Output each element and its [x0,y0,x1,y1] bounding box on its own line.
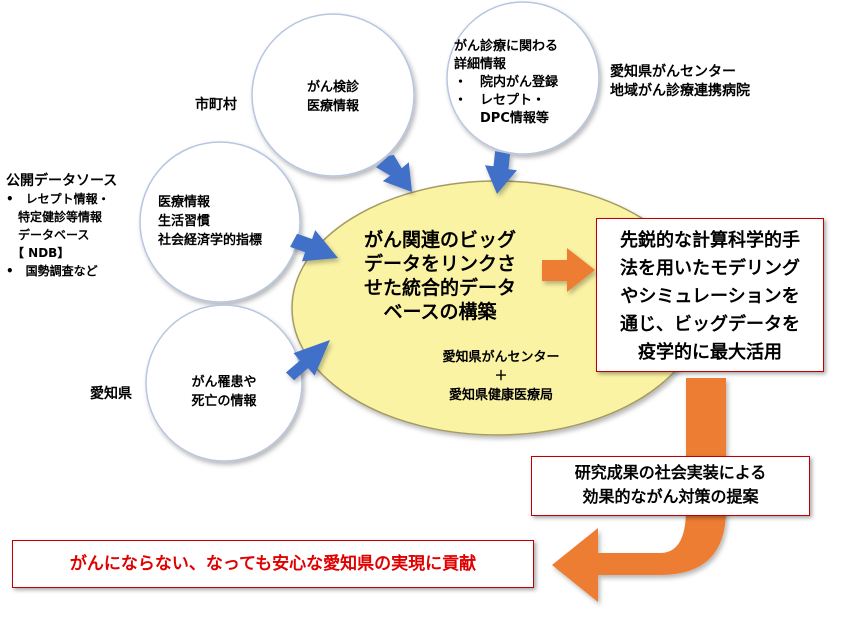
blue-arrow-topright [485,151,517,194]
circle-cancer-treatment-details [446,1,600,155]
circle-cancer-screening-text: がん検診 医療情報 [306,80,359,114]
modeling-box-text: 先鋭的な計算科学的手 法を用いたモデリング やシミュレーションを 通じ、ビッグデ… [620,230,800,363]
circle-medical-lifestyle [139,141,301,303]
orange-arrow-right [542,248,595,292]
circle-incidence-death [145,304,303,462]
public-data-sources: 公開データソース • レセプト情報・ 特定健診等情報 データベース 【 NDB】… [6,173,118,278]
modeling-box: 先鋭的な計算科学的手 法を用いたモデリング やシミュレーションを 通じ、ビッグデ… [596,218,824,372]
circle-incidence-death-text: がん罹患や 死亡の情報 [191,375,257,409]
blue-arrow-bottom [285,340,330,381]
ellipse-organizations-text: 愛知県がんセンター ＋ 愛知県健康医療局 [442,350,560,403]
circle-cancer-treatment-text: がん診療に関わる 詳細情報 ・ 院内がん登録 ・ レセプト・ DPC情報等 [454,39,559,126]
goal-box: がんにならない、なっても安心な愛知県の実現に貢献 [12,540,534,588]
ellipse-main-text: がん関連のビッグ データをリンクさ せた統合的データ ベースの構築 [363,229,516,323]
research-box-text: 研究成果の社会実装による 効果的ながん対策の提案 [574,463,767,506]
goal-box-text: がんにならない、なっても安心な愛知県の実現に貢献 [69,554,477,574]
circle-medical-lifestyle-text: 医療情報 生活習慣 社会経済学的指標 [158,195,263,248]
label-aichi-prefecture: 愛知県 [90,386,132,402]
research-box: 研究成果の社会実装による 効果的ながん対策の提案 [531,456,810,516]
label-municipality: 市町村 [195,97,237,113]
circle-cancer-screening [251,13,415,177]
blue-arrow-top [376,154,412,192]
orange-arrow-return [552,378,726,602]
blue-arrow-mid [290,230,338,262]
label-cancer-center-hospitals: 愛知県がんセンター 地域がん診療連携病院 [610,64,750,99]
